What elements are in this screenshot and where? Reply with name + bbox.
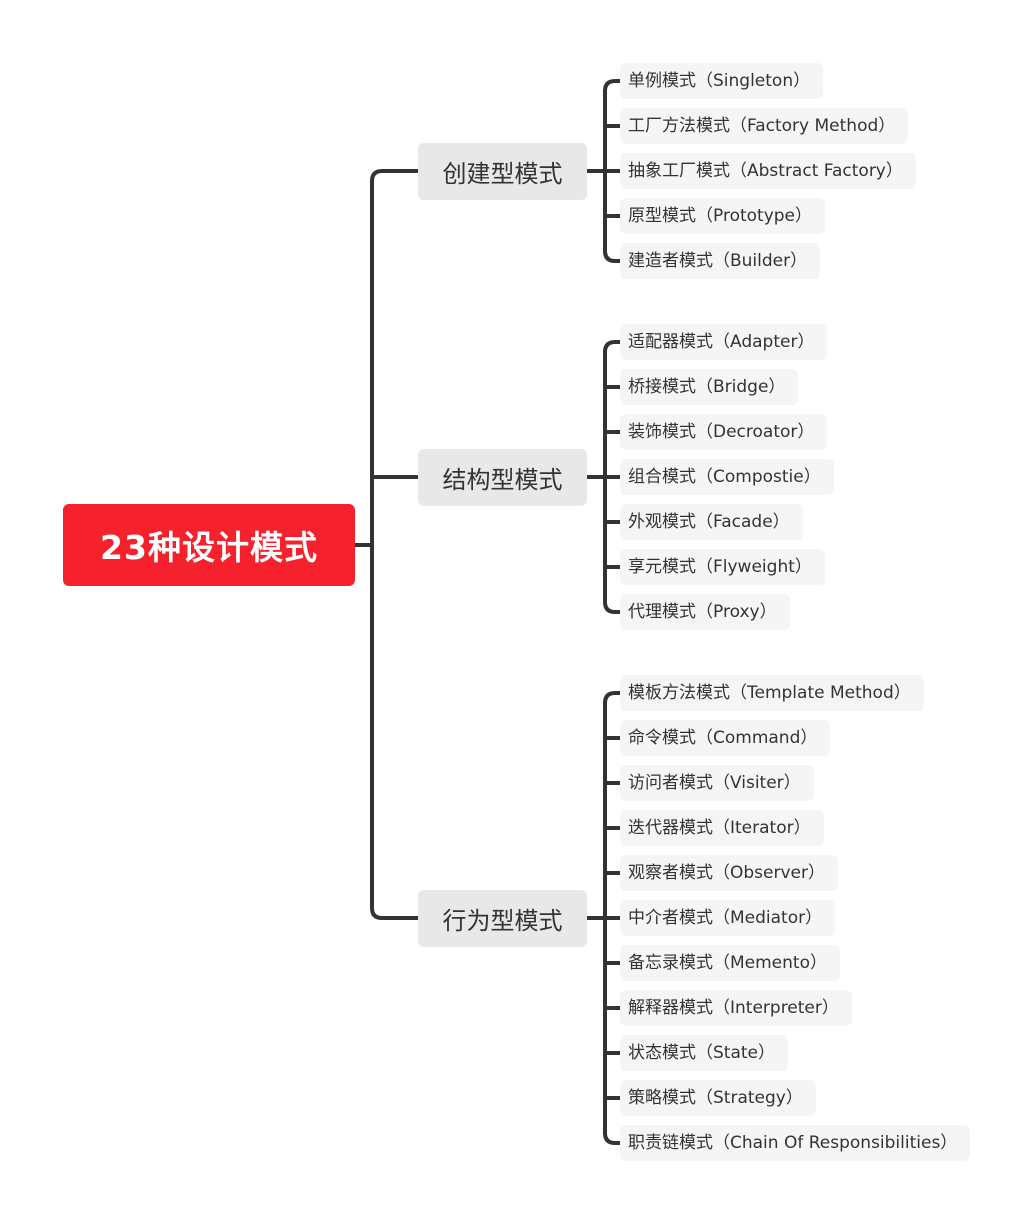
trunk-connector [370, 169, 420, 920]
leaf-prototype[interactable]: 原型模式（Prototype） [620, 198, 826, 234]
category-creational[interactable]: 创建型模式 [418, 143, 587, 200]
leaf-builder[interactable]: 建造者模式（Builder） [620, 243, 821, 279]
leaf-strategy[interactable]: 策略模式（Strategy） [620, 1080, 816, 1116]
leaf-flyweight[interactable]: 享元模式（Flyweight） [620, 549, 825, 585]
leaf-command[interactable]: 命令模式（Command） [620, 720, 831, 756]
leaf-proxy[interactable]: 代理模式（Proxy） [620, 594, 790, 630]
leaf-abstract-factory[interactable]: 抽象工厂模式（Abstract Factory） [620, 153, 916, 189]
leaf-singleton[interactable]: 单例模式（Singleton） [620, 63, 824, 99]
leaf-state[interactable]: 状态模式（State） [620, 1035, 788, 1071]
leaf-decorator[interactable]: 装饰模式（Decroator） [620, 414, 828, 450]
leaf-adapter[interactable]: 适配器模式（Adapter） [620, 324, 828, 360]
leaf-interpreter[interactable]: 解释器模式（Interpreter） [620, 990, 852, 1026]
leaf-visitor[interactable]: 访问者模式（Visiter） [620, 765, 814, 801]
category-structural[interactable]: 结构型模式 [418, 449, 587, 506]
root-topic[interactable]: 23种设计模式 [63, 504, 355, 586]
leaf-mediator[interactable]: 中介者模式（Mediator） [620, 900, 836, 936]
leaf-template-method[interactable]: 模板方法模式（Template Method） [620, 675, 924, 711]
leaf-chain-of-responsibility[interactable]: 职责链模式（Chain Of Responsibilities） [620, 1125, 971, 1161]
leaf-composite[interactable]: 组合模式（Compostie） [620, 459, 834, 495]
leaf-observer[interactable]: 观察者模式（Observer） [620, 855, 838, 891]
leaf-facade[interactable]: 外观模式（Facade） [620, 504, 803, 540]
category-behavioral[interactable]: 行为型模式 [418, 890, 587, 947]
leaf-factory-method[interactable]: 工厂方法模式（Factory Method） [620, 108, 909, 144]
leaf-iterator[interactable]: 迭代器模式（Iterator） [620, 810, 824, 846]
leaf-bridge[interactable]: 桥接模式（Bridge） [620, 369, 799, 405]
leaf-memento[interactable]: 备忘录模式（Memento） [620, 945, 840, 981]
